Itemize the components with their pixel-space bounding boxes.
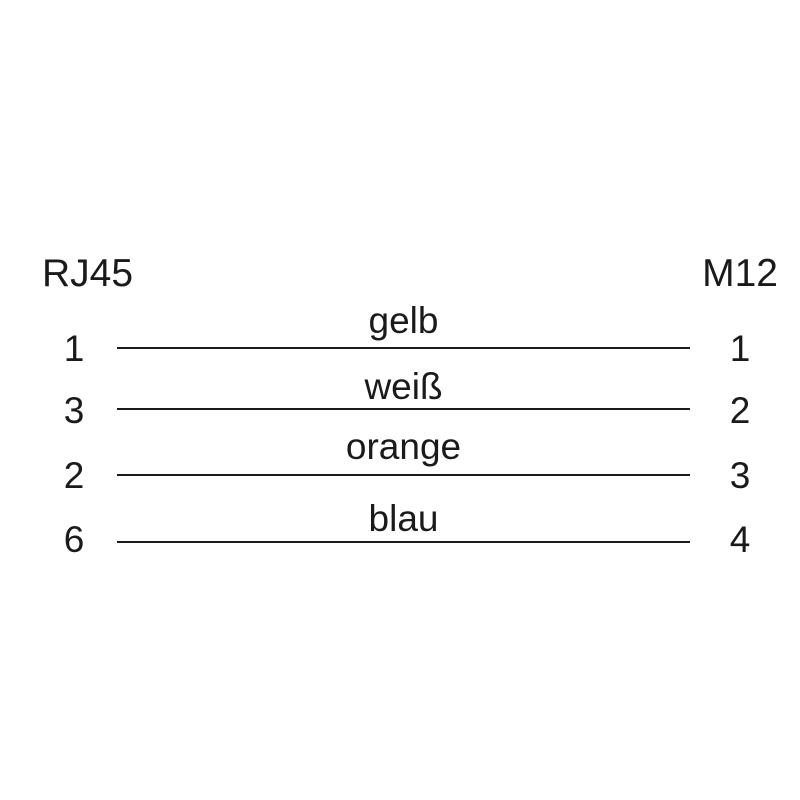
wire-color-label: gelb	[368, 300, 439, 341]
wire-color-label: weiß	[364, 366, 443, 407]
left-pin-number: 2	[63, 455, 85, 496]
right-connector-label: M12	[702, 252, 778, 295]
left-pin-number: 1	[63, 328, 85, 369]
left-connector-label: RJ45	[42, 252, 134, 295]
wire-line	[117, 347, 690, 349]
right-pin-number: 1	[729, 328, 751, 369]
right-pin-number: 2	[729, 390, 751, 431]
wire-line	[117, 408, 690, 410]
wire-color-label: blau	[368, 498, 439, 539]
wire-color-label: orange	[345, 426, 462, 467]
right-pin-number: 4	[729, 519, 751, 560]
right-pin-number: 3	[729, 455, 751, 496]
wire-line	[117, 541, 690, 543]
wire-line	[117, 474, 690, 476]
left-pin-number: 3	[63, 390, 85, 431]
left-pin-number: 6	[63, 519, 85, 560]
